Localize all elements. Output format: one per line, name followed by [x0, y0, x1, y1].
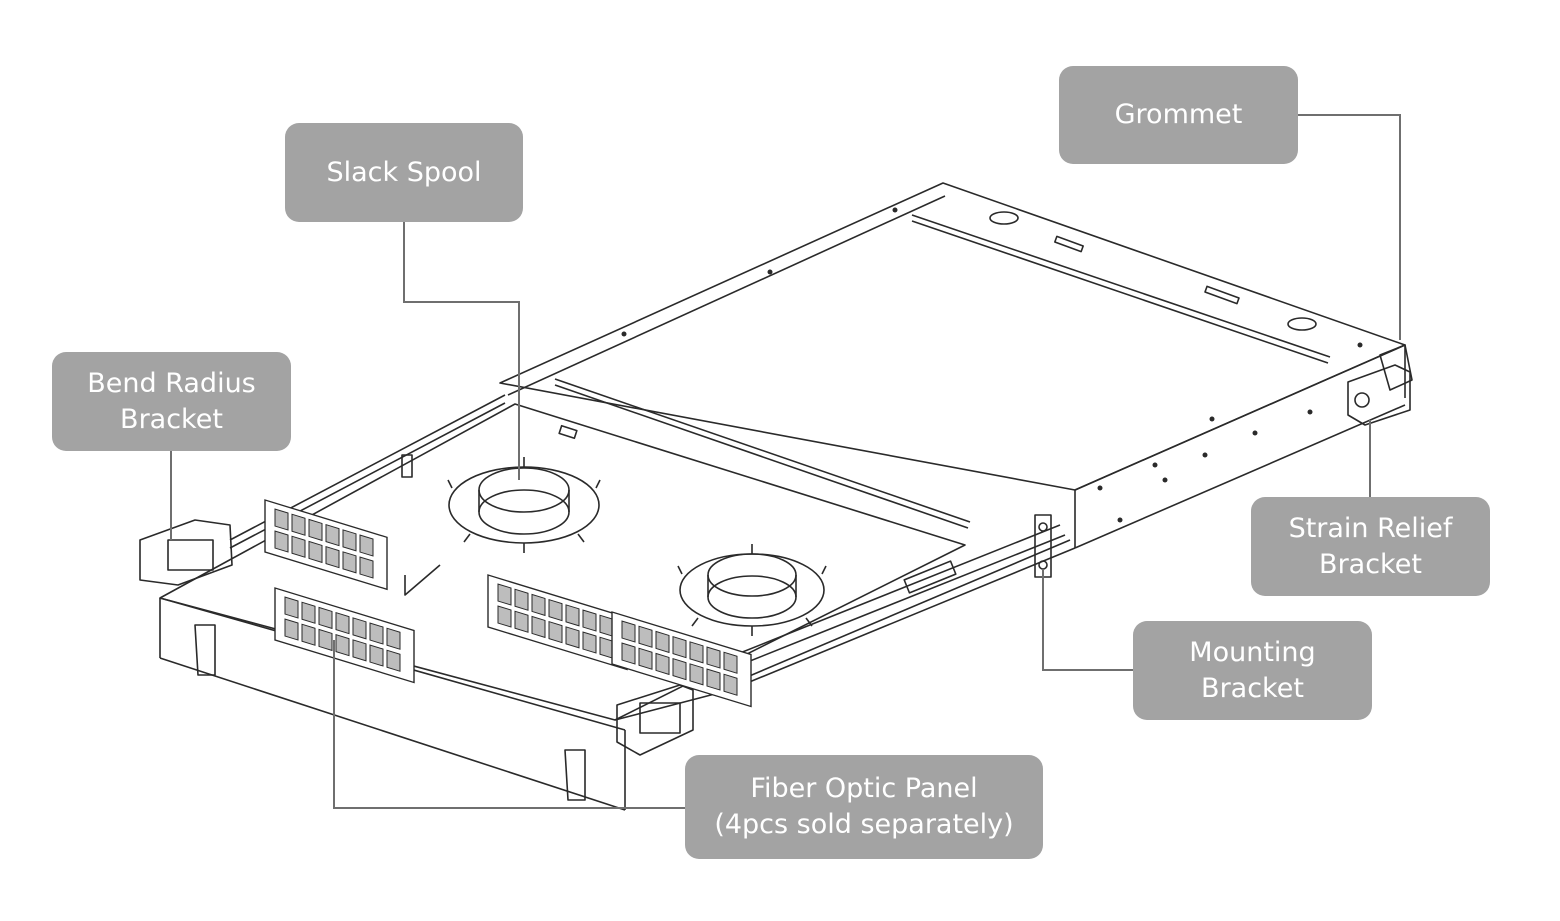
fiber-adapter-port — [638, 647, 653, 670]
fiber-adapter-port — [308, 540, 323, 564]
front-latches — [194, 624, 586, 801]
fiber-adapter-port — [369, 622, 384, 645]
bend-radius-bracket-callout: Bend Radius Bracket — [52, 352, 291, 451]
fiber-adapter-port — [548, 620, 563, 644]
fiber-adapter-port — [352, 617, 367, 640]
fiber-adapter-port — [335, 611, 350, 635]
bend-radius-bracket-label-line1: Bend Radius — [87, 367, 256, 399]
mounting-bracket-callout: Mounting Bracket — [1133, 621, 1372, 720]
fiber-adapter-port — [318, 628, 333, 652]
fiber-adapter-port — [291, 513, 306, 536]
fiber-adapter-port — [497, 605, 512, 628]
fiber-adapter-port — [325, 545, 340, 569]
slack-spool-right — [677, 544, 827, 636]
fiber-adapter-port — [582, 631, 597, 654]
fiber-adapter-port — [359, 556, 374, 579]
fiber-adapter-port — [706, 668, 721, 691]
fiber-optic-panel-label-line2: (4pcs sold separately) — [714, 809, 1014, 840]
fiber-adapter-port — [689, 663, 704, 686]
fiber-adapter-port — [531, 593, 546, 617]
slack-spool-label: Slack Spool — [326, 156, 482, 188]
fiber-adapter-port — [318, 606, 333, 630]
fiber-adapter-port — [689, 641, 704, 664]
fiber-adapter-port — [599, 614, 614, 637]
fiber-adapter-port — [548, 598, 563, 622]
fiber-optic-panel-2 — [274, 587, 415, 684]
mounting-bracket-label-line1: Mounting — [1189, 636, 1316, 668]
bend-radius-bracket-label-line2: Bracket — [120, 403, 223, 435]
fiber-adapter-port — [301, 601, 316, 624]
fiber-adapter-port — [723, 673, 738, 696]
fiber-adapter-port — [655, 652, 670, 676]
fiber-optic-panel-leader — [333, 640, 686, 809]
fiber-adapter-port — [514, 610, 529, 633]
leader-lines — [170, 114, 1401, 809]
fiber-optic-panel-callout: Fiber Optic Panel (4pcs sold separately) — [685, 755, 1043, 859]
slack-spool-callout: Slack Spool — [285, 123, 523, 222]
bend-radius-bracket-left — [139, 519, 233, 586]
fiber-adapter-port — [497, 583, 512, 606]
fiber-adapter-port — [672, 657, 687, 681]
fiber-optic-panel-3 — [487, 574, 628, 671]
mounting-bracket-label-line2: Bracket — [1201, 672, 1304, 704]
fiber-adapter-port — [531, 615, 546, 639]
strain-relief-bracket-label-line1: Strain Relief — [1288, 512, 1453, 544]
fiber-adapter-port — [342, 529, 357, 552]
fiber-adapter-port — [621, 642, 636, 665]
grommet-label: Grommet — [1114, 99, 1243, 130]
grommet-callout: Grommet — [1059, 66, 1298, 164]
strain-relief-bracket-label-line2: Bracket — [1319, 548, 1422, 580]
fiber-adapter-port — [291, 535, 306, 558]
fiber-optic-panel-1 — [264, 499, 388, 591]
fiber-adapter-port — [514, 588, 529, 611]
strain-relief-hardware — [1347, 344, 1413, 426]
fiber-adapter-port — [386, 627, 401, 650]
fiber-adapter-port — [308, 518, 323, 542]
fiber-adapter-port — [284, 618, 299, 641]
fiber-adapter-port — [582, 609, 597, 632]
mounting-bracket-leader — [1042, 570, 1133, 671]
fiber-adapter-port — [386, 649, 401, 672]
fiber-adapter-port — [352, 639, 367, 662]
fiber-adapter-port — [599, 636, 614, 659]
fiber-adapter-port — [672, 635, 687, 659]
slack-spool-leader — [403, 222, 520, 480]
grommet-leader — [1298, 114, 1401, 340]
fiber-adapter-port — [335, 633, 350, 657]
fiber-adapter-port — [723, 651, 738, 674]
fiber-adapter-port — [342, 551, 357, 574]
fiber-adapter-port — [284, 596, 299, 619]
fiber-adapter-port — [274, 508, 289, 531]
fiber-adapter-port — [301, 623, 316, 646]
strain-relief-bracket-callout: Strain Relief Bracket — [1251, 497, 1490, 596]
top-cover — [499, 182, 1406, 549]
slide-rails — [734, 514, 1066, 666]
screw-details — [621, 207, 1363, 523]
fiber-adapter-port — [706, 646, 721, 669]
slack-spool-left — [447, 457, 601, 553]
fiber-optic-panels — [264, 499, 752, 708]
fiber-adapter-port — [655, 630, 670, 654]
fiber-adapter-port — [369, 644, 384, 667]
fiber-adapter-port — [621, 620, 636, 643]
fiber-adapter-port — [359, 534, 374, 557]
fiber-optic-panel-4 — [611, 611, 752, 708]
fiber-adapter-port — [565, 626, 580, 649]
bend-radius-bracket-right — [616, 684, 694, 756]
fiber-adapter-port — [565, 604, 580, 627]
fiber-optic-panel-label-line1: Fiber Optic Panel — [750, 773, 978, 804]
fiber-adapter-port — [325, 523, 340, 547]
fiber-adapter-port — [274, 530, 289, 553]
fiber-adapter-port — [638, 625, 653, 648]
